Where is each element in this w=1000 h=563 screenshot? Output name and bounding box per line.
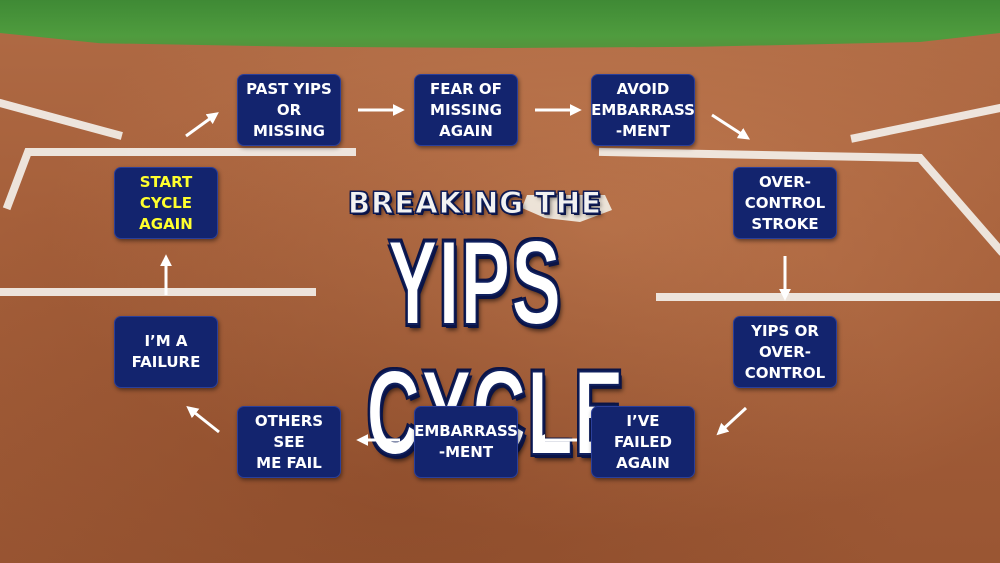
batters-box-left: [2, 148, 356, 211]
cycle-step-10: START CYCLE AGAIN: [114, 167, 218, 239]
cycle-step-3: AVOID EMBARRASS -MENT: [591, 74, 695, 146]
cycle-step-4: OVER- CONTROL STROKE: [733, 167, 837, 239]
cycle-step-9: I’M A FAILURE: [114, 316, 218, 388]
title-line-1: BREAKING THE: [348, 186, 602, 221]
cycle-step-5: YIPS OR OVER- CONTROL: [733, 316, 837, 388]
foul-line-left: [0, 98, 123, 140]
cycle-step-2: FEAR OF MISSING AGAIN: [414, 74, 518, 146]
foul-line-right: [850, 103, 1000, 143]
arrow-3-to-4: [711, 113, 751, 140]
arrow-10-to-1: [185, 112, 219, 138]
arrow-5-to-6: [716, 406, 748, 436]
cycle-step-6: I’VE FAILED AGAIN: [591, 406, 695, 478]
arrow-8-to-9: [186, 406, 220, 434]
home-plate: [522, 195, 612, 222]
cycle-step-1: PAST YIPS OR MISSING: [237, 74, 341, 146]
batters-box-right: [598, 147, 1000, 256]
cycle-step-7: EMBARRASS -MENT: [414, 406, 518, 478]
outfield-grass: [0, 0, 1000, 48]
cycle-step-8: OTHERS SEE ME FAIL: [237, 406, 341, 478]
